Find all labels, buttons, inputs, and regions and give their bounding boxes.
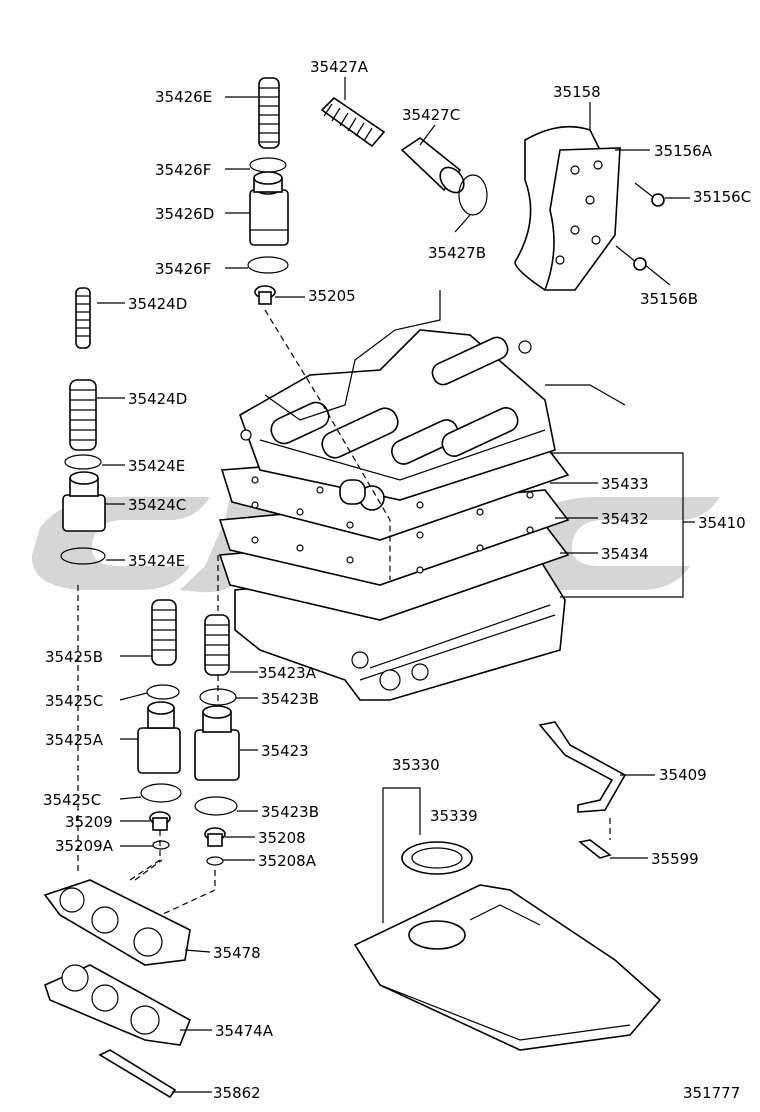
spring-35424D-top — [75, 287, 91, 349]
label-35478: 35478 — [213, 944, 261, 962]
label-35208: 35208 — [258, 829, 306, 847]
spring-35425B — [151, 599, 177, 666]
label-35425B: 35425B — [45, 648, 103, 666]
label-35599: 35599 — [651, 850, 699, 868]
label-35425C-top: 35425C — [45, 692, 103, 710]
plate-35156A — [543, 147, 621, 291]
alignment-line-5 — [149, 870, 216, 921]
detent-spring-35409 — [538, 721, 627, 813]
valve-body-35410 — [218, 290, 626, 701]
clip-35862 — [98, 1049, 177, 1099]
bracket-35410 — [550, 452, 695, 598]
strainer-35330 — [353, 884, 662, 1051]
o-ring-35424E-top — [64, 454, 102, 470]
sleeve-35426D — [249, 171, 289, 246]
plug-35205 — [254, 285, 276, 305]
label-35424C: 35424C — [128, 496, 186, 514]
bolt-35156B — [615, 245, 647, 271]
spring-35426E — [258, 77, 280, 149]
gasket-35339 — [401, 841, 473, 875]
label-35339: 35339 — [430, 807, 478, 825]
clip-35599 — [578, 839, 612, 859]
label-35474A: 35474A — [215, 1022, 274, 1040]
label-35423A: 35423A — [258, 664, 317, 682]
label-35424D-top: 35424D — [128, 295, 187, 313]
plug-35427C — [400, 137, 465, 194]
sleeve-35424C — [62, 471, 106, 532]
label-35205: 35205 — [308, 287, 356, 305]
o-ring-35425C-top — [146, 684, 180, 700]
label-35410: 35410 — [698, 514, 746, 532]
o-ring-35425C-bottom — [140, 783, 182, 803]
label-35425A: 35425A — [45, 731, 104, 749]
o-ring-35426F-top — [249, 157, 287, 173]
gasket-35478 — [43, 879, 191, 966]
spring-35424D-mid — [69, 379, 97, 451]
o-ring-35424E-bottom — [60, 547, 106, 565]
sleeve-35423 — [194, 705, 240, 781]
alignment-line-4 — [129, 820, 163, 881]
label-35330: 35330 — [392, 756, 440, 774]
label-35208A: 35208A — [258, 852, 317, 870]
o-ring-35427B — [458, 174, 488, 216]
label-35158: 35158 — [553, 83, 601, 101]
gasket-35339-inner — [411, 847, 463, 869]
label-35427B: 35427B — [428, 244, 486, 262]
label-35434: 35434 — [601, 545, 649, 563]
spring-35423A — [204, 614, 230, 676]
label-35423B-top: 35423B — [261, 690, 319, 708]
label-35423: 35423 — [261, 742, 309, 760]
plug-35208 — [204, 827, 226, 847]
label-35409: 35409 — [659, 766, 707, 784]
bracket-35330 — [382, 787, 421, 923]
bolt-35156C — [634, 182, 665, 207]
label-35427A: 35427A — [310, 58, 369, 76]
part-labels: 35427A 35426E 35158 35427C 35156A 35426F… — [43, 58, 751, 1102]
o-ring-35423B-top — [199, 688, 237, 706]
label-35426D: 35426D — [155, 205, 214, 223]
label-35424E-bottom: 35424E — [128, 552, 185, 570]
leader-lines — [97, 77, 690, 1093]
label-35433: 35433 — [601, 475, 649, 493]
spring-35427A — [320, 96, 386, 148]
plug-35209 — [149, 811, 171, 831]
label-35432: 35432 — [601, 510, 649, 528]
o-ring-35208A — [206, 856, 224, 866]
label-35156C: 35156C — [693, 188, 751, 206]
o-ring-35423B-bottom — [194, 796, 238, 816]
label-35209: 35209 — [65, 813, 113, 831]
label-35426E: 35426E — [155, 88, 212, 106]
label-35426F-bottom: 35426F — [155, 260, 211, 278]
label-35209A: 35209A — [55, 837, 114, 855]
label-35426F-top: 35426F — [155, 161, 211, 179]
label-35427C: 35427C — [402, 106, 460, 124]
plate-35474A — [44, 964, 192, 1046]
alignment-line-1 — [264, 309, 391, 580]
figure-number: 351777 — [683, 1084, 740, 1102]
label-35424D-mid: 35424D — [128, 390, 187, 408]
label-35156B: 35156B — [640, 290, 698, 308]
label-35156A: 35156A — [654, 142, 713, 160]
label-35862: 35862 — [213, 1084, 261, 1102]
o-ring-35209A — [152, 840, 170, 850]
label-35425C-bottom: 35425C — [43, 791, 101, 809]
label-35424E-top: 35424E — [128, 457, 185, 475]
label-35423B-bottom: 35423B — [261, 803, 319, 821]
o-ring-35426F-bottom — [247, 256, 289, 274]
sleeve-35425A — [137, 701, 181, 774]
